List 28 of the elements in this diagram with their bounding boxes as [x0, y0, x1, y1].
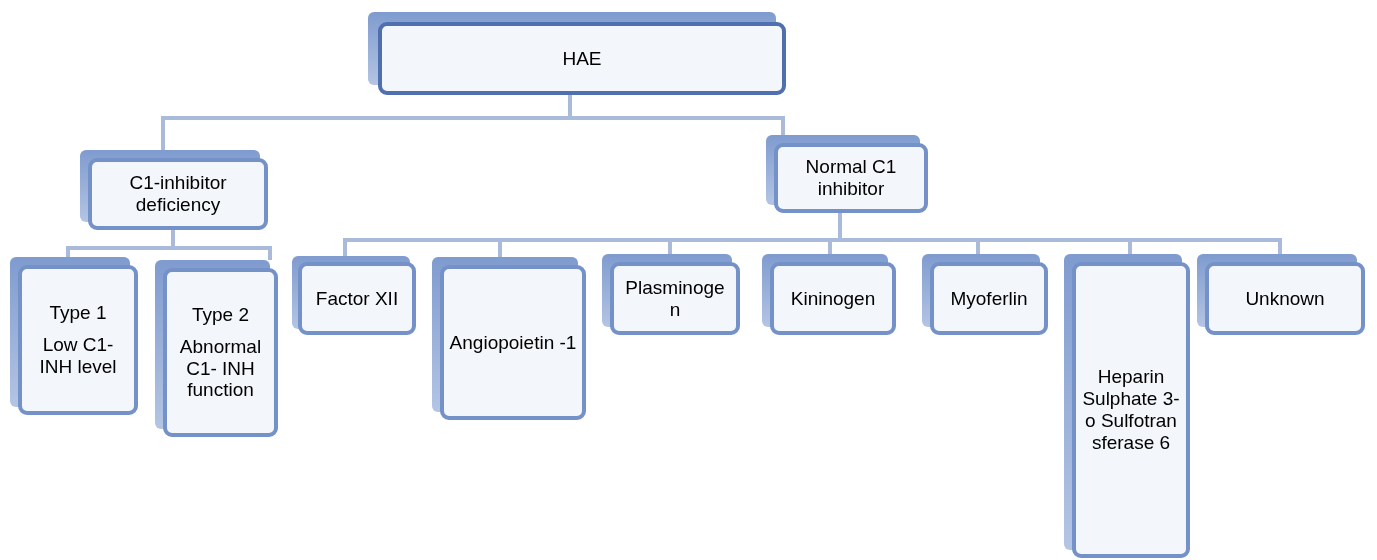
box-label: C1-inhibitor deficiency: [128, 172, 228, 216]
org-chart-box: [602, 254, 740, 335]
box-label: Low C1- INH level: [38, 334, 118, 378]
org-chart-box: [1197, 254, 1365, 335]
box-heading: Type 1: [49, 302, 107, 325]
box-label: Normal C1 inhibitor: [804, 156, 898, 200]
connector-line: [171, 230, 272, 260]
org-chart-box: [766, 135, 928, 213]
org-chart-box: [10, 257, 138, 415]
box-heading: Type 2: [191, 303, 249, 326]
box-label: Angiopoietin -1: [449, 331, 577, 354]
box-label: HAE: [562, 47, 602, 70]
org-chart-box: [1064, 254, 1190, 558]
box-label: Factor XII: [315, 287, 399, 310]
org-chart-box: [80, 150, 268, 230]
box-label: Myoferlin: [950, 287, 1028, 310]
org-chart-box: [292, 256, 416, 335]
org-chart-box: [432, 257, 586, 420]
box-label: Plasminoge n: [624, 276, 726, 321]
org-chart-box: [368, 12, 786, 95]
box-label: Abnormal C1- INH function: [178, 335, 263, 402]
org-chart-box: [762, 254, 896, 335]
box-label: Heparin Sulphate 3-o Sulfotran sferase 6: [1081, 366, 1181, 454]
org-chart-box: [922, 254, 1048, 335]
box-label: Unknown: [1245, 287, 1325, 310]
org-chart-box: [155, 260, 278, 437]
connector-line: [838, 213, 1282, 254]
box-label: Kininogen: [790, 287, 876, 310]
